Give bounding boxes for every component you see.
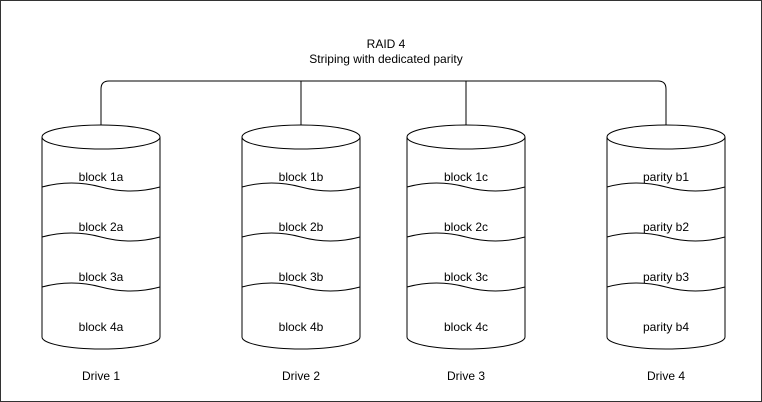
- block-label: block 2c: [444, 220, 488, 234]
- cylinder-top: [41, 124, 161, 150]
- drive-label: Drive 3: [447, 369, 485, 383]
- cylinder-body: [406, 137, 526, 350]
- block-label: block 3b: [279, 270, 324, 284]
- block-label: block 4c: [444, 320, 488, 334]
- cylinder-body: [606, 137, 726, 350]
- block-label: block 2a: [79, 220, 124, 234]
- block-separator: [241, 182, 361, 192]
- diagram-title: RAID 4: [367, 37, 406, 51]
- block-separator: [606, 282, 726, 292]
- block-separator: [606, 182, 726, 192]
- block-separator: [41, 282, 161, 292]
- block-label: parity b2: [643, 220, 689, 234]
- cylinder-top: [241, 124, 361, 150]
- block-label: block 3a: [79, 270, 124, 284]
- bus-connector: [100, 80, 667, 125]
- block-separator: [406, 182, 526, 192]
- block-label: block 1a: [79, 170, 124, 184]
- block-label: block 3c: [444, 270, 488, 284]
- block-label: block 1b: [279, 170, 324, 184]
- block-label: block 1c: [444, 170, 488, 184]
- block-label: parity b1: [643, 170, 689, 184]
- cylinder-top: [406, 124, 526, 150]
- block-separator: [406, 282, 526, 292]
- drives-group: block 1a block 2a block 3a block 4a Drive 1 b…: [41, 124, 726, 383]
- block-separator: [606, 232, 726, 242]
- drive-cylinder: block 1b block 2b block 3b block 4b: [241, 124, 361, 350]
- block-separator: [241, 282, 361, 292]
- block-separator: [406, 232, 526, 242]
- drive-cylinder: block 1c block 2c block 3c block 4c: [406, 124, 526, 350]
- block-label: block 4a: [79, 320, 124, 334]
- block-label: block 2b: [279, 220, 324, 234]
- block-separator: [241, 232, 361, 242]
- bus-line: [100, 80, 667, 125]
- drive-label: Drive 2: [282, 369, 320, 383]
- drive-cylinder: block 1a block 2a block 3a block 4a: [41, 124, 161, 350]
- cylinder-top: [606, 124, 726, 150]
- block-label: parity b4: [643, 320, 689, 334]
- cylinder-body: [41, 137, 161, 350]
- block-separator: [41, 232, 161, 242]
- drive-label: Drive 1: [82, 369, 120, 383]
- diagram-subtitle: Striping with dedicated parity: [309, 52, 462, 66]
- block-label: block 4b: [279, 320, 324, 334]
- drive-cylinder: parity b1 parity b2 parity b3 parity b4: [606, 124, 726, 350]
- block-separator: [41, 182, 161, 192]
- drive-label: Drive 4: [647, 369, 685, 383]
- block-label: parity b3: [643, 270, 689, 284]
- cylinder-body: [241, 137, 361, 350]
